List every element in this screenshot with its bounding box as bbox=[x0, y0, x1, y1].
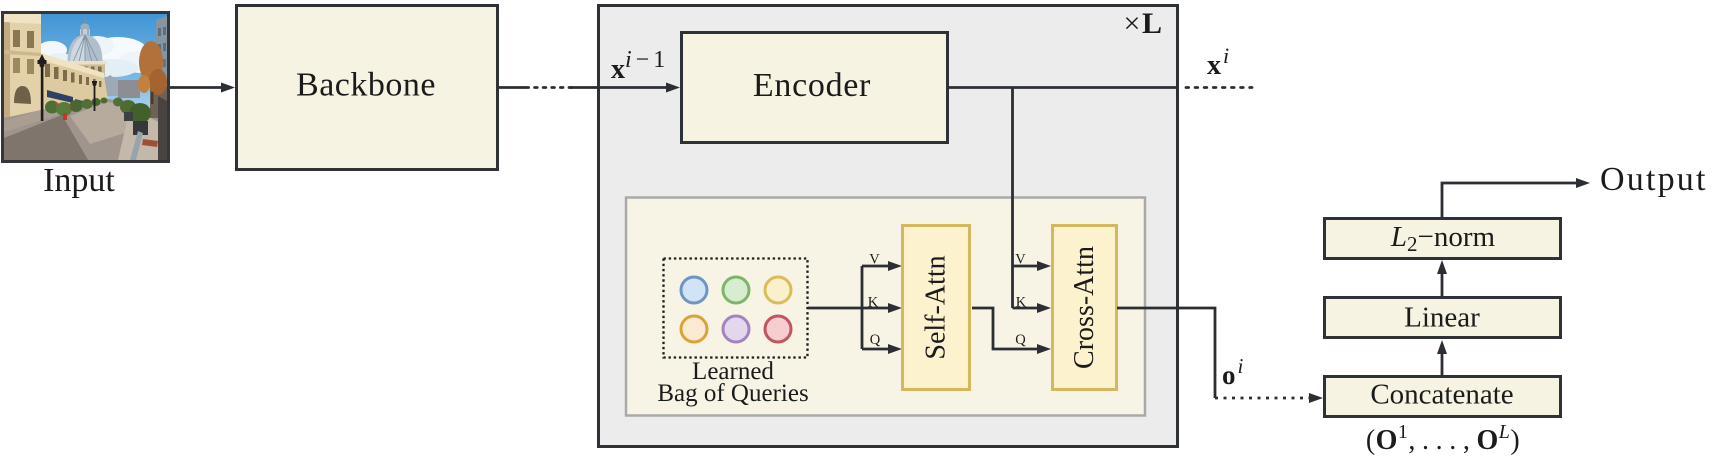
svg-text:Self-Attn: Self-Attn bbox=[921, 255, 952, 359]
svg-text:K: K bbox=[868, 295, 879, 311]
svg-text:Output: Output bbox=[1600, 161, 1708, 198]
svg-text:xi: xi bbox=[1207, 43, 1229, 81]
svg-text:Concatenate: Concatenate bbox=[1370, 379, 1513, 411]
svg-text:Q: Q bbox=[870, 332, 881, 348]
svg-text:Q: Q bbox=[1015, 332, 1026, 348]
svg-text:Linear: Linear bbox=[1404, 302, 1480, 334]
svg-text:V: V bbox=[1015, 252, 1026, 268]
svg-text:L2−norm: L2−norm bbox=[1390, 221, 1496, 256]
svg-text:oi: oi bbox=[1222, 354, 1244, 390]
svg-text:×L: ×L bbox=[1124, 7, 1164, 40]
svg-text:Learned: Learned bbox=[692, 358, 774, 385]
svg-text:Encoder: Encoder bbox=[753, 67, 871, 104]
svg-text:Backbone: Backbone bbox=[296, 67, 436, 104]
svg-text:Input: Input bbox=[43, 162, 115, 199]
svg-text:K: K bbox=[1016, 295, 1027, 311]
svg-text:xi−1: xi−1 bbox=[611, 47, 669, 85]
svg-text:Bag of Queries: Bag of Queries bbox=[657, 380, 808, 407]
svg-text:Cross-Attn: Cross-Attn bbox=[1069, 246, 1100, 369]
svg-text:V: V bbox=[869, 252, 880, 268]
svg-text:(O1, . . . , OL): (O1, . . . , OL) bbox=[1366, 421, 1520, 456]
